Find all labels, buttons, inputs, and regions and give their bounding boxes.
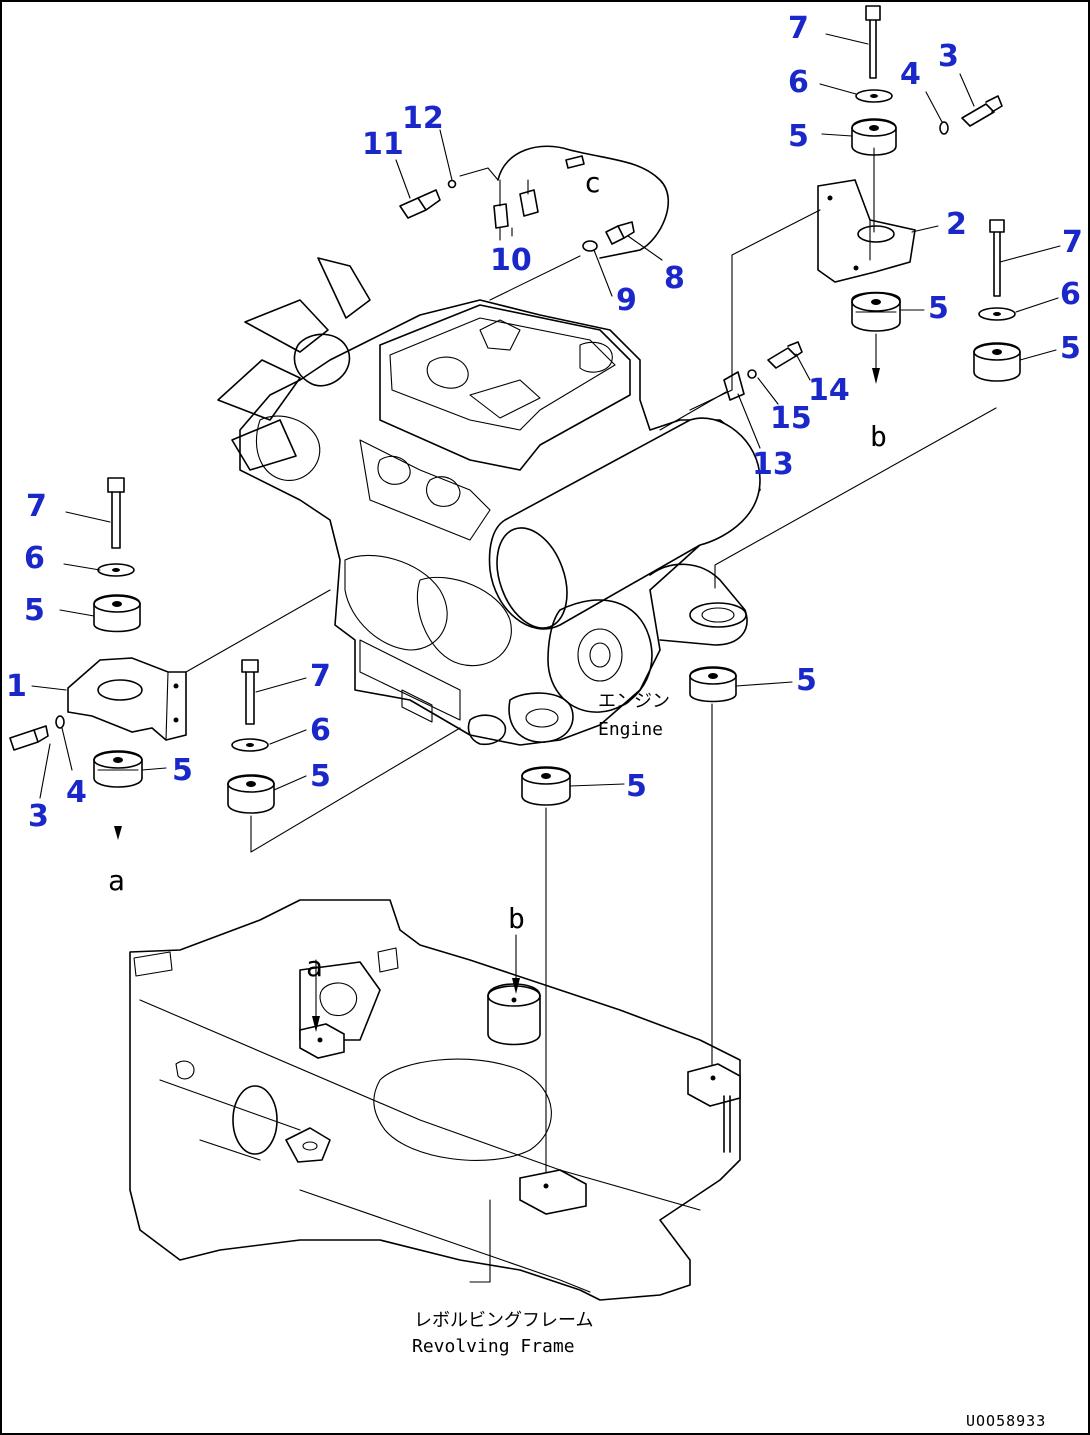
left-mount-stack <box>9 477 331 840</box>
callout-3-left: 3 <box>28 799 49 834</box>
callout-15: 15 <box>770 401 812 436</box>
center-mount-stack <box>227 659 461 853</box>
engine-assembly: エンジン Engine <box>217 257 761 746</box>
engine-label-en: Engine <box>598 719 663 740</box>
ref-letter-a-top: a <box>108 864 125 897</box>
callout-4-left: 4 <box>66 775 87 810</box>
revolving-frame-label-jp: レボルビングフレーム <box>414 1310 593 1331</box>
callout-5-bracket: 5 <box>928 291 949 326</box>
callout-9: 9 <box>616 283 637 318</box>
revolving-frame-label-en: Revolving Frame <box>412 1336 575 1357</box>
callout-8: 8 <box>664 261 685 296</box>
revolving-frame <box>129 899 741 1301</box>
callout-6-top: 6 <box>788 65 809 100</box>
muffler <box>488 417 761 630</box>
callout-7-left: 7 <box>26 489 47 524</box>
callout-6-left: 6 <box>24 541 45 576</box>
callout-7-right: 7 <box>1062 225 1083 260</box>
engine-label-jp: エンジン <box>598 691 670 712</box>
callout-numbers: 7 6 5 4 3 2 7 6 5 5 12 11 10 9 8 14 15 1… <box>6 11 1083 834</box>
callout-12: 12 <box>402 101 444 136</box>
ref-letter-b-frame: b <box>508 902 525 935</box>
clamp-parts <box>659 341 803 431</box>
ref-letter-c-wire: c <box>584 166 601 199</box>
wire-harness <box>399 145 670 301</box>
drawing-number: UOO58933 <box>966 1412 1046 1430</box>
callout-11: 11 <box>362 127 404 162</box>
mid-mount-rubber <box>521 766 571 1181</box>
cooling-fan <box>217 257 371 471</box>
callout-3-top: 3 <box>938 39 959 74</box>
callout-14: 14 <box>808 373 850 408</box>
callout-7-center: 7 <box>310 659 331 694</box>
callout-7-top: 7 <box>788 11 809 46</box>
top-right-mount <box>689 5 1003 411</box>
callout-5-right: 5 <box>1060 331 1081 366</box>
callout-1: 1 <box>6 669 27 704</box>
callout-5-mid: 5 <box>626 769 647 804</box>
leader-lines <box>31 33 1061 799</box>
right-mount-stack <box>714 219 1021 589</box>
callout-10: 10 <box>490 243 532 278</box>
callout-6-center: 6 <box>310 713 331 748</box>
ref-letter-b-top: b <box>870 420 887 453</box>
callout-6-right: 6 <box>1060 277 1081 312</box>
callout-13: 13 <box>752 447 794 482</box>
callout-5-center: 5 <box>310 759 331 794</box>
callout-2: 2 <box>946 207 967 242</box>
ref-letter-a-frame: a <box>306 950 323 983</box>
callout-5-left: 5 <box>24 593 45 628</box>
right-mount-rubber <box>689 666 737 1079</box>
callout-4-top: 4 <box>900 57 921 92</box>
callout-5-right-lower: 5 <box>796 663 817 698</box>
callout-5-left-lower: 5 <box>172 753 193 788</box>
callout-5-top: 5 <box>788 119 809 154</box>
